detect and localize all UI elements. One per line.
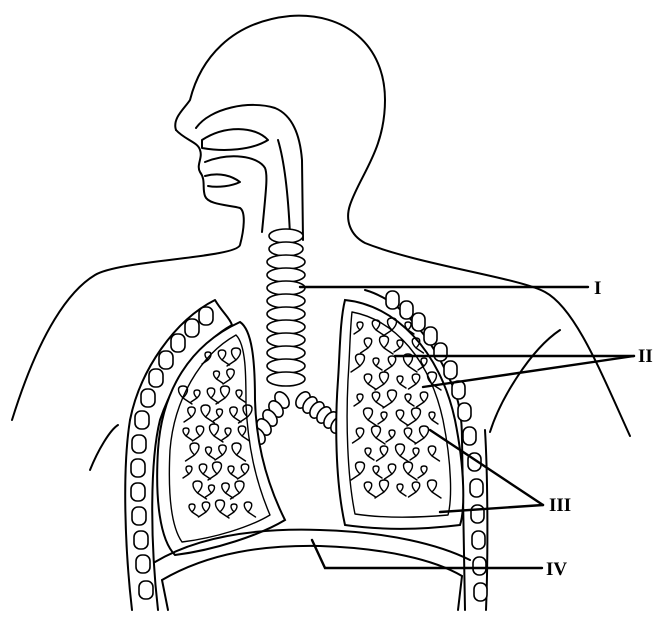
nasal-cavity	[196, 105, 303, 240]
right-lung-outline	[336, 300, 463, 529]
right-lung	[336, 300, 463, 529]
diaphragm-edge-right	[458, 576, 462, 610]
label-IV: IV	[546, 559, 567, 580]
right-rib-segment	[412, 313, 425, 331]
right-rib-segment	[458, 403, 471, 421]
left-rib-segment	[135, 411, 149, 429]
left-rib-segment	[171, 334, 185, 352]
trachea-ring	[267, 294, 305, 308]
trachea-ring	[267, 320, 305, 334]
trachea-ring	[267, 255, 305, 269]
right-rib-segment	[471, 505, 484, 523]
trachea-ring	[267, 346, 305, 360]
trachea-ring	[267, 268, 305, 282]
right-shoulder-inner	[490, 330, 560, 432]
left-rib-segment	[134, 531, 148, 549]
left-rib-segment	[136, 555, 150, 573]
right-rib-segment	[386, 291, 399, 309]
diaphragm-lower	[162, 546, 462, 580]
pharynx-inner	[278, 140, 290, 235]
right-chest-wall-inner	[485, 430, 487, 610]
right-rib-segment	[473, 557, 486, 575]
label-III: III	[549, 495, 571, 516]
label-II: II	[638, 346, 653, 367]
left-rib-segment	[185, 319, 199, 337]
right-rib-segment	[470, 479, 483, 497]
trachea-ring	[269, 242, 303, 256]
trachea-ring	[267, 372, 305, 386]
trachea	[267, 229, 305, 386]
right-rib-segment	[452, 381, 465, 399]
trachea-ring	[267, 333, 305, 347]
right-rib-segment	[474, 583, 487, 601]
nasal-turbinate	[202, 129, 268, 150]
right-rib-segment	[400, 301, 413, 319]
left-rib-segment	[131, 459, 145, 477]
left-arm-line	[90, 425, 118, 470]
left-rib-segment	[199, 307, 213, 325]
nasal-oral-cavity	[196, 105, 303, 240]
trachea-ring	[267, 307, 305, 321]
mouth	[205, 174, 240, 186]
trachea-ring	[267, 281, 305, 295]
diaphragm-edge-left	[162, 580, 168, 610]
right-rib-segment	[444, 361, 457, 379]
left-rib-segment	[149, 369, 163, 387]
palate	[205, 156, 266, 232]
left-rib-segment	[139, 581, 153, 599]
left-rib-segment	[132, 435, 146, 453]
right-rib-segment	[463, 427, 476, 445]
left-rib-segment	[132, 507, 146, 525]
right-rib-segment	[424, 327, 437, 345]
right-rib-segment	[434, 343, 447, 361]
left-rib-segment	[131, 483, 145, 501]
left-chest-wall-inner	[125, 420, 132, 610]
trachea-ring	[267, 359, 305, 373]
left-rib-segment	[141, 389, 155, 407]
right-rib-segment	[472, 531, 485, 549]
label-I: I	[594, 278, 601, 299]
left-rib-segment	[159, 351, 173, 369]
trachea-ring	[269, 229, 303, 243]
